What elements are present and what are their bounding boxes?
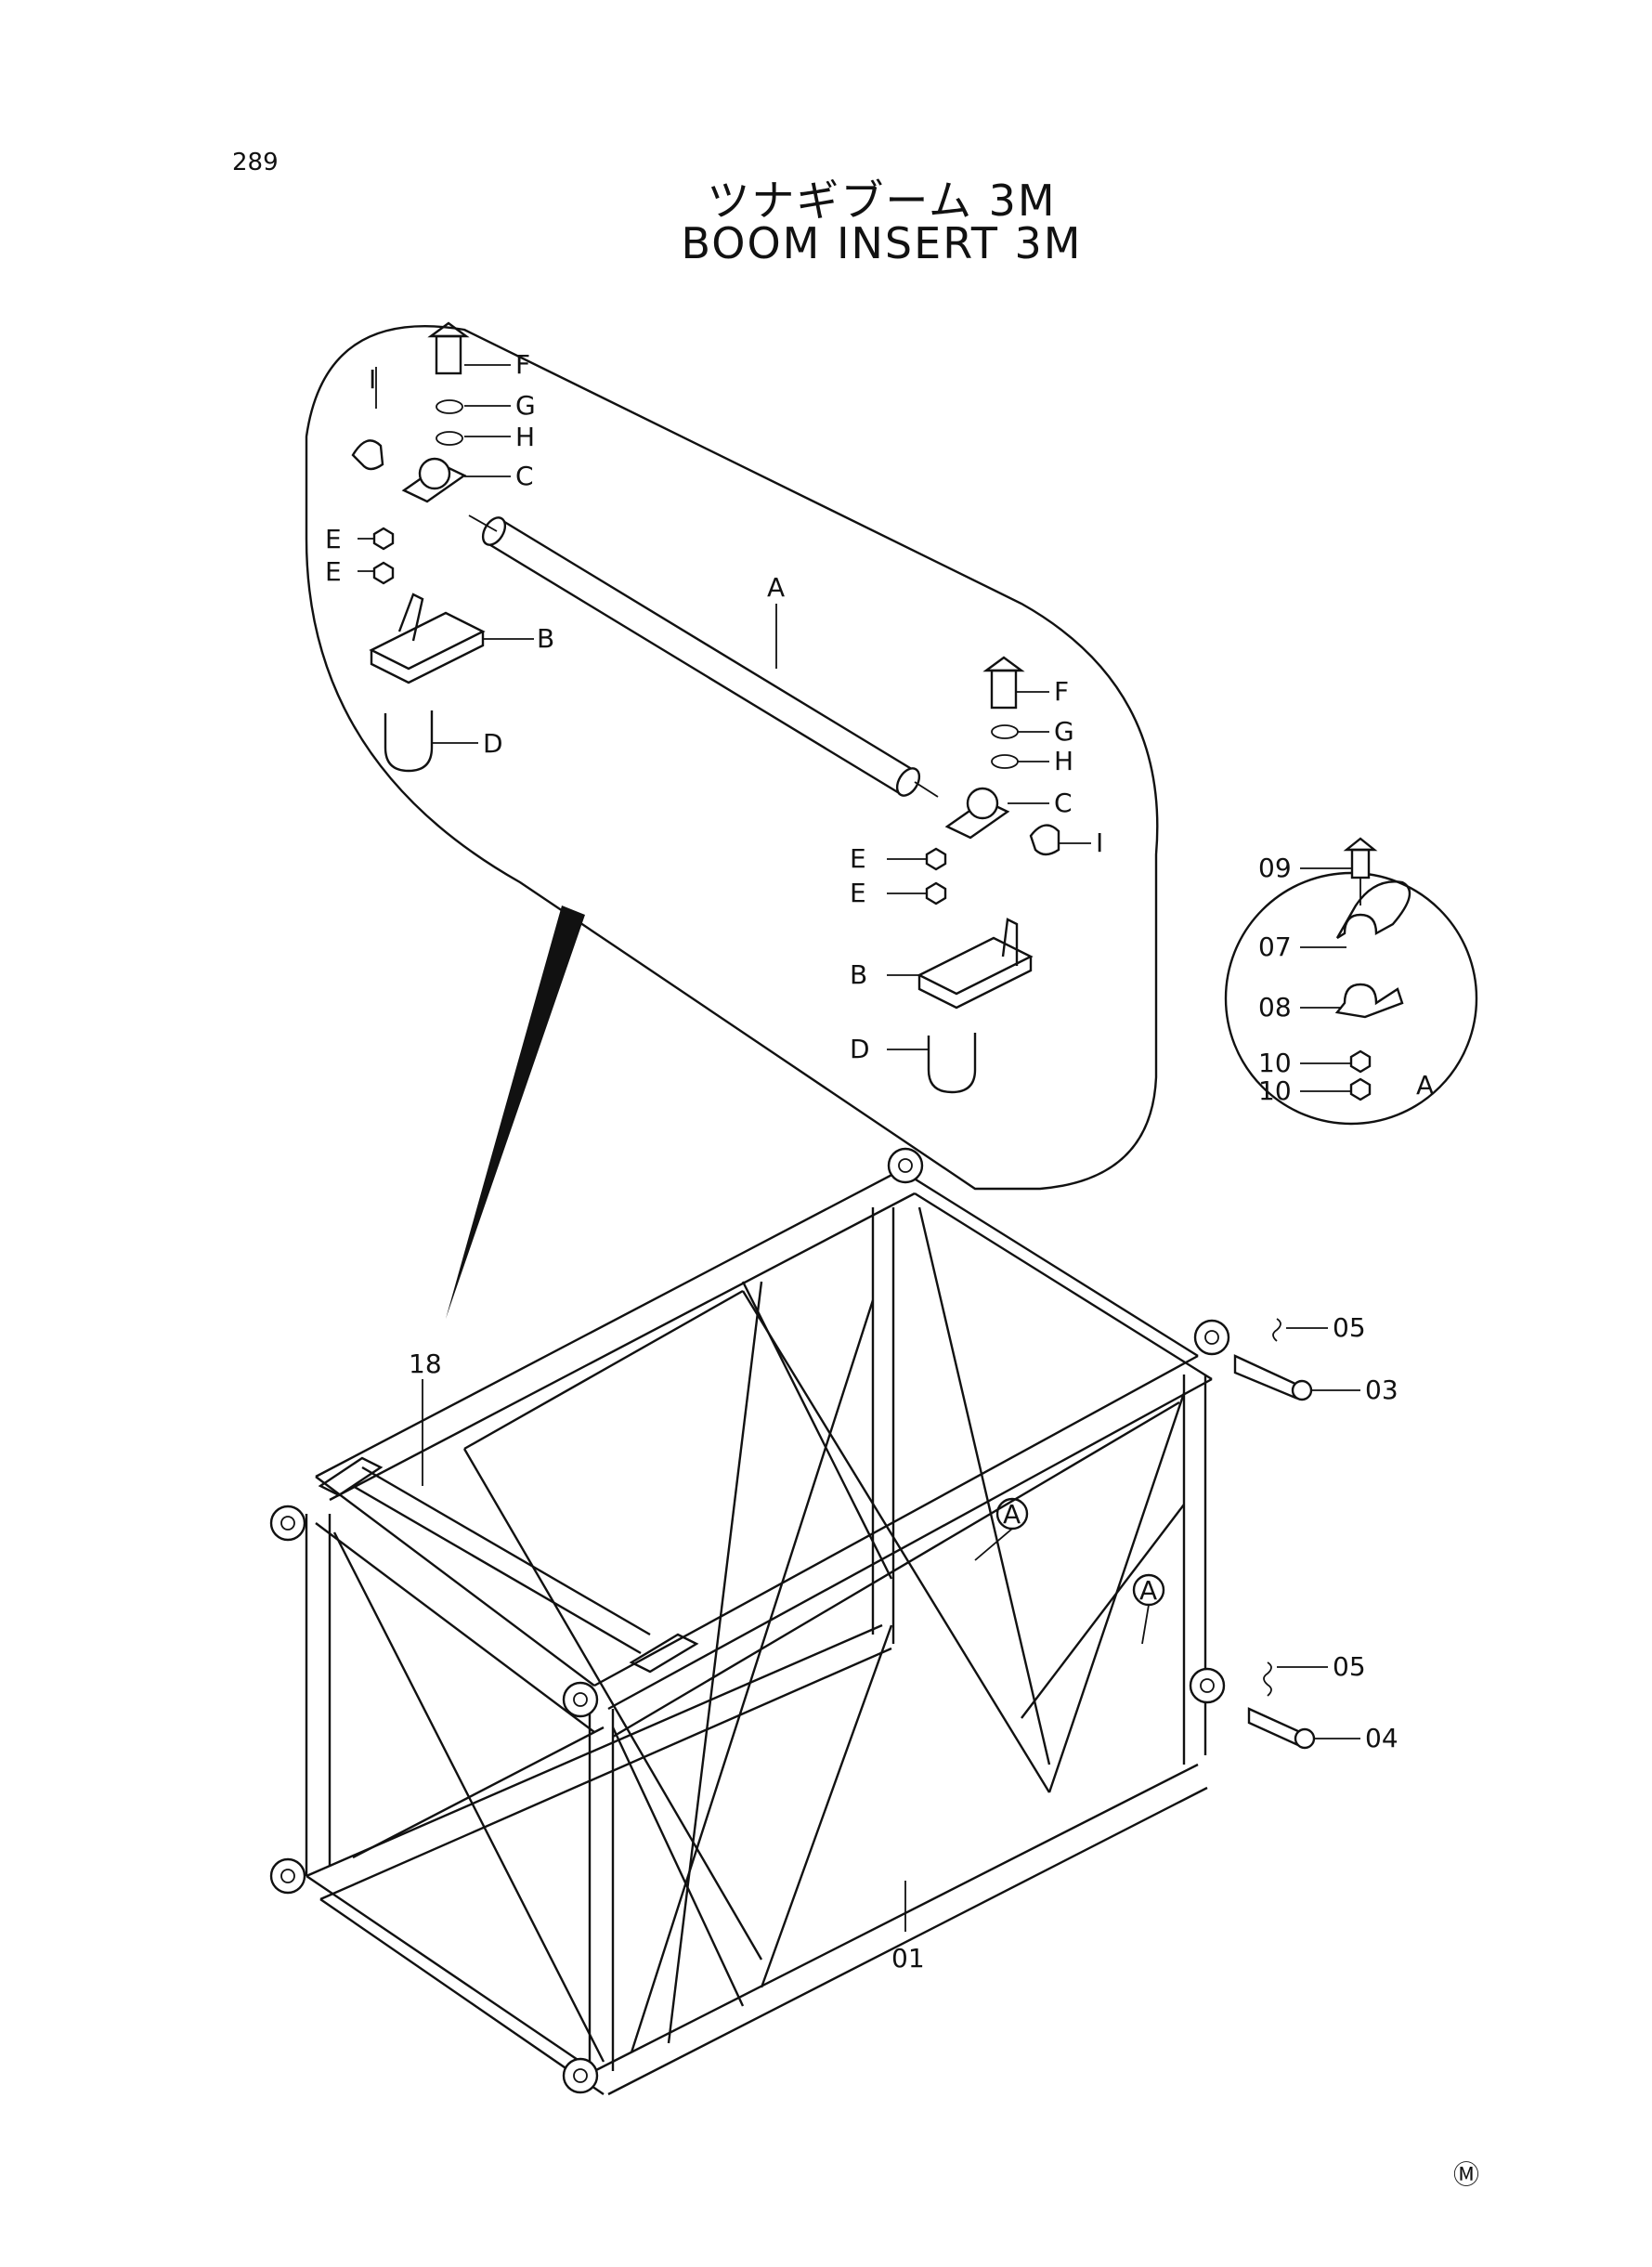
clip-05-upper — [1272, 1318, 1281, 1342]
stay-rod-18 — [318, 1456, 699, 1674]
label-e-upper-1: E — [325, 524, 342, 554]
part-18-label: 18 — [409, 1348, 442, 1379]
detail-left-bearing — [351, 321, 486, 773]
label-a-shaft: A — [767, 572, 785, 603]
label-b-upper: B — [537, 623, 554, 654]
clamp-assembly — [1334, 837, 1411, 1101]
manufacturer-mark: Ⓜ — [1453, 2159, 1480, 2190]
detail-shaft-a — [468, 515, 939, 798]
pin-04 — [1247, 1707, 1316, 1750]
part-10-label-2: 10 — [1258, 1075, 1292, 1106]
part-05-label-lower: 05 — [1333, 1651, 1366, 1682]
detail-a-label: A — [1416, 1070, 1434, 1101]
label-b-lower: B — [850, 959, 867, 990]
detail-leaders — [358, 364, 1091, 1050]
part-08-label: 08 — [1258, 992, 1292, 1023]
label-e-lower-1: E — [850, 843, 866, 874]
label-c-upper: C — [515, 461, 534, 491]
label-f-upper: F — [515, 349, 530, 380]
corner-lugs — [269, 1147, 1230, 2094]
label-f-lower: F — [1054, 676, 1069, 707]
title-english: BOOM INSERT 3M — [681, 218, 1083, 268]
label-i-upper: I — [369, 364, 376, 395]
page-number: 289 — [232, 149, 279, 176]
clip-05-lower — [1263, 1661, 1272, 1697]
part-03-label: 03 — [1365, 1375, 1398, 1405]
part-10-label-1: 10 — [1258, 1048, 1292, 1078]
detail-right-bearing — [917, 656, 1060, 1094]
label-g-lower: G — [1054, 716, 1074, 747]
label-i-lower: I — [1096, 827, 1103, 858]
part-01-label: 01 — [891, 1943, 925, 1974]
part-05-label-upper: 05 — [1333, 1312, 1366, 1343]
label-e-upper-2: E — [325, 556, 342, 587]
boom-frame — [305, 1168, 1213, 2096]
detail-pointer — [446, 905, 585, 1319]
label-d-lower: D — [850, 1034, 870, 1064]
label-g-upper: G — [515, 390, 536, 421]
label-d-upper: D — [483, 728, 503, 759]
part-07-label: 07 — [1258, 932, 1292, 962]
callout-a-upper-label: A — [1003, 1499, 1021, 1530]
pin-03 — [1233, 1354, 1313, 1401]
label-e-lower-2: E — [850, 878, 866, 908]
part-09-label: 09 — [1258, 853, 1292, 883]
label-h-lower: H — [1054, 746, 1073, 776]
part-04-label: 04 — [1365, 1723, 1398, 1753]
label-c-lower: C — [1054, 788, 1073, 818]
detail-balloon-outline — [305, 325, 1159, 1191]
title-japanese: ツナギブーム 3M — [707, 176, 1057, 226]
label-h-upper: H — [515, 422, 535, 452]
callout-a-lower-label: A — [1139, 1575, 1157, 1606]
